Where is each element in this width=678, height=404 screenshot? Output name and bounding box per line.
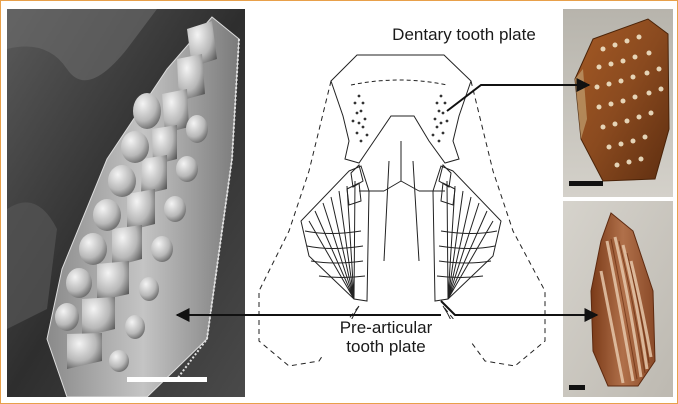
- sem-micrograph: [7, 9, 245, 397]
- prearticular-tooth-plate-label: Pre-articular tooth plate: [301, 319, 471, 356]
- sem-micrograph-panel: [7, 9, 245, 397]
- prearticular-label-line2: tooth plate: [301, 338, 471, 357]
- dentary-tooth-plate-label: Dentary tooth plate: [369, 26, 559, 45]
- dentary-photo: [563, 9, 673, 197]
- dentary-tooth-dots-right: [432, 95, 449, 143]
- prearticular-label-line1: Pre-articular: [301, 319, 471, 338]
- prearticular-photo-panel: [563, 201, 673, 397]
- prearticular-photo: [563, 201, 673, 397]
- sem-scale-bar: [127, 377, 207, 382]
- prearticular-plate-right: [433, 165, 501, 301]
- prearticular-scale-bar: [569, 385, 585, 390]
- dentary-scale-bar: [569, 181, 603, 186]
- dentary-photo-panel: [563, 9, 673, 197]
- dentary-tooth-dots-left: [352, 95, 369, 143]
- prearticular-plate-left: [301, 165, 369, 301]
